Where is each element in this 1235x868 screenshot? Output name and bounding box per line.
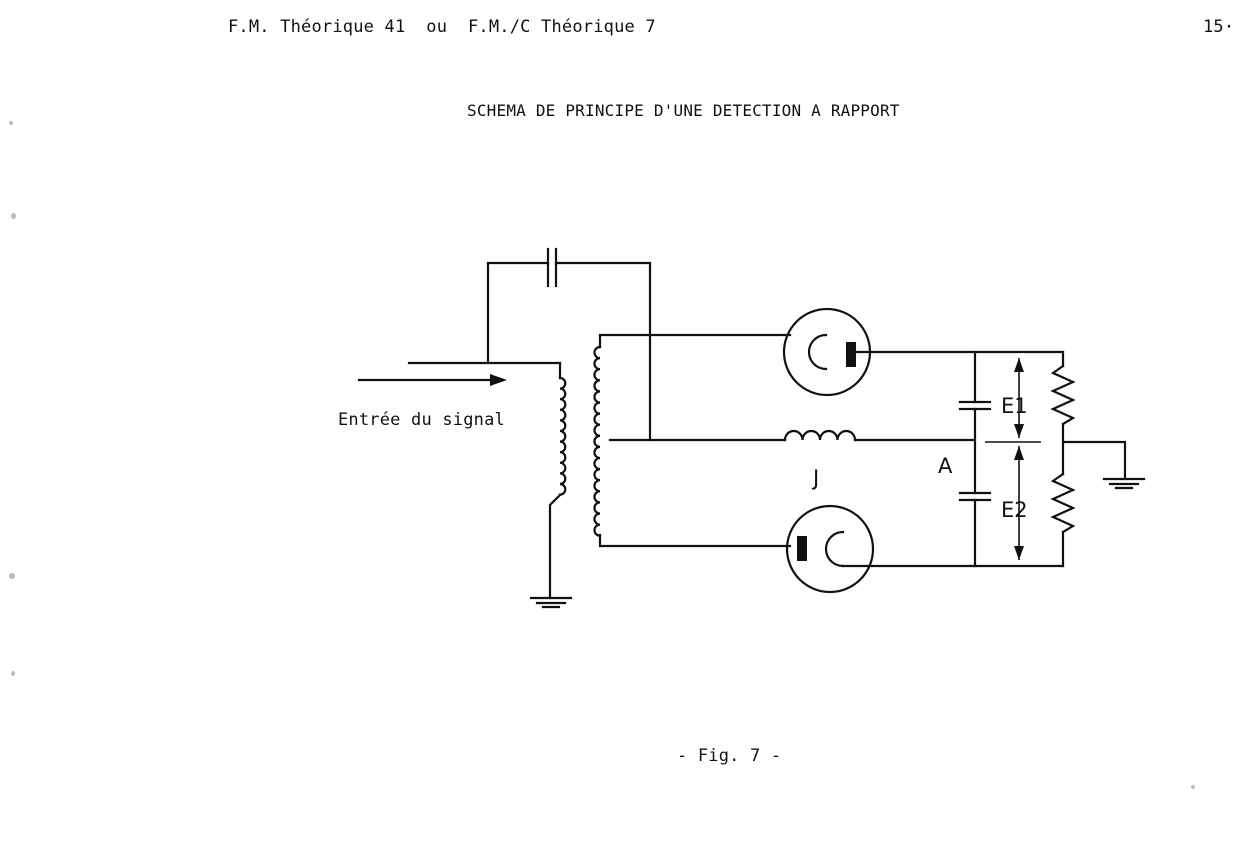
coupling-capacitor <box>486 247 652 442</box>
scan-speck <box>11 671 15 676</box>
voltage-label-e2: E2 <box>1001 498 1028 522</box>
scan-speck <box>1191 785 1195 789</box>
choke-label: J <box>811 466 819 490</box>
scan-speck <box>9 573 15 579</box>
choke-inductor <box>783 429 977 442</box>
scan-speck <box>9 121 13 125</box>
diode-top <box>782 307 1065 397</box>
ground-symbol-output <box>1061 440 1146 490</box>
node-label-a: A <box>938 454 953 478</box>
scan-speck <box>11 213 16 219</box>
resistors <box>1050 350 1076 568</box>
page-number: 15· <box>1203 17 1235 37</box>
input-signal-label: Entrée du signal <box>338 410 505 430</box>
voltage-label-e1: E1 <box>1001 394 1028 418</box>
input-line <box>357 361 562 386</box>
diode-bottom <box>785 504 1065 594</box>
page-title: SCHEMA DE PRINCIPE D'UNE DETECTION A RAP… <box>467 101 900 120</box>
header-reference: F.M. Théorique 41 ou F.M./C Théorique 7 <box>228 17 656 37</box>
secondary-winding <box>593 333 792 548</box>
ground-symbol-primary <box>529 596 573 609</box>
primary-winding <box>548 361 567 600</box>
capacitor-stack <box>958 350 992 568</box>
voltage-arrows <box>985 358 1041 560</box>
figure-caption: - Fig. 7 - <box>677 746 782 766</box>
